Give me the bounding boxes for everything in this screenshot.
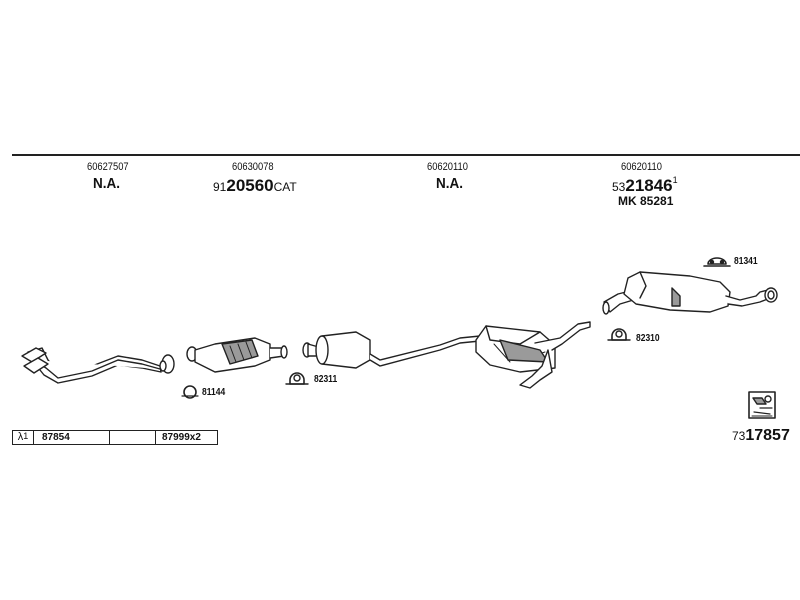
column-3-ref: 60620110 <box>427 161 468 173</box>
label-81144: 81144 <box>202 387 226 398</box>
column-2-partnumber: 9120560CAT <box>213 176 297 196</box>
label-82311: 82311 <box>314 374 338 385</box>
column-4-prefix: 53 <box>612 180 626 194</box>
parts-bar-cell-1: 87854 <box>34 431 110 444</box>
catalog-main: 17857 <box>745 427 790 444</box>
column-2-prefix: 91 <box>213 180 227 194</box>
front-silencer <box>302 331 481 369</box>
column-2-main: 20560 <box>226 176 274 195</box>
rear-silencer <box>602 271 778 315</box>
middle-silencer <box>475 321 591 389</box>
column-4-ref: 60620110 <box>621 161 662 173</box>
catalytic-converter <box>186 337 288 373</box>
column-1-status: N.A. <box>93 175 120 192</box>
front-pipe <box>21 347 175 384</box>
header-divider-line <box>12 154 800 156</box>
lambda-sensor-cell: λ1 <box>13 431 34 444</box>
clamp-81144-icon <box>181 385 199 399</box>
column-3-status: N.A. <box>436 175 463 192</box>
parts-bar-cell-2 <box>111 431 156 444</box>
parts-bar-cell-3: 87999x2 <box>162 432 201 443</box>
column-2-ref: 60630078 <box>232 161 274 173</box>
column-4-sup: 1 <box>672 175 678 185</box>
label-81341: 81341 <box>734 256 758 267</box>
column-4-main: 21846 <box>625 176 673 195</box>
lambda-sup: 1 <box>23 431 29 441</box>
clamp-82311-icon <box>285 372 309 385</box>
fitting-instructions-icon <box>748 391 776 419</box>
clamp-82310-icon <box>607 328 631 341</box>
parts-bar: λ1 87854 87999x2 <box>12 430 218 445</box>
catalog-number: 7317857 <box>732 427 790 445</box>
hanger-81341-icon <box>703 257 731 267</box>
lambda-symbol: λ <box>17 431 24 443</box>
column-4-partnumber: 53218461 <box>612 175 678 196</box>
label-82310: 82310 <box>636 333 660 344</box>
column-1-ref: 60627507 <box>87 161 129 173</box>
catalog-prefix: 73 <box>732 429 746 443</box>
column-2-suffix: CAT <box>273 180 297 194</box>
column-4-kit: MK 85281 <box>618 194 674 208</box>
